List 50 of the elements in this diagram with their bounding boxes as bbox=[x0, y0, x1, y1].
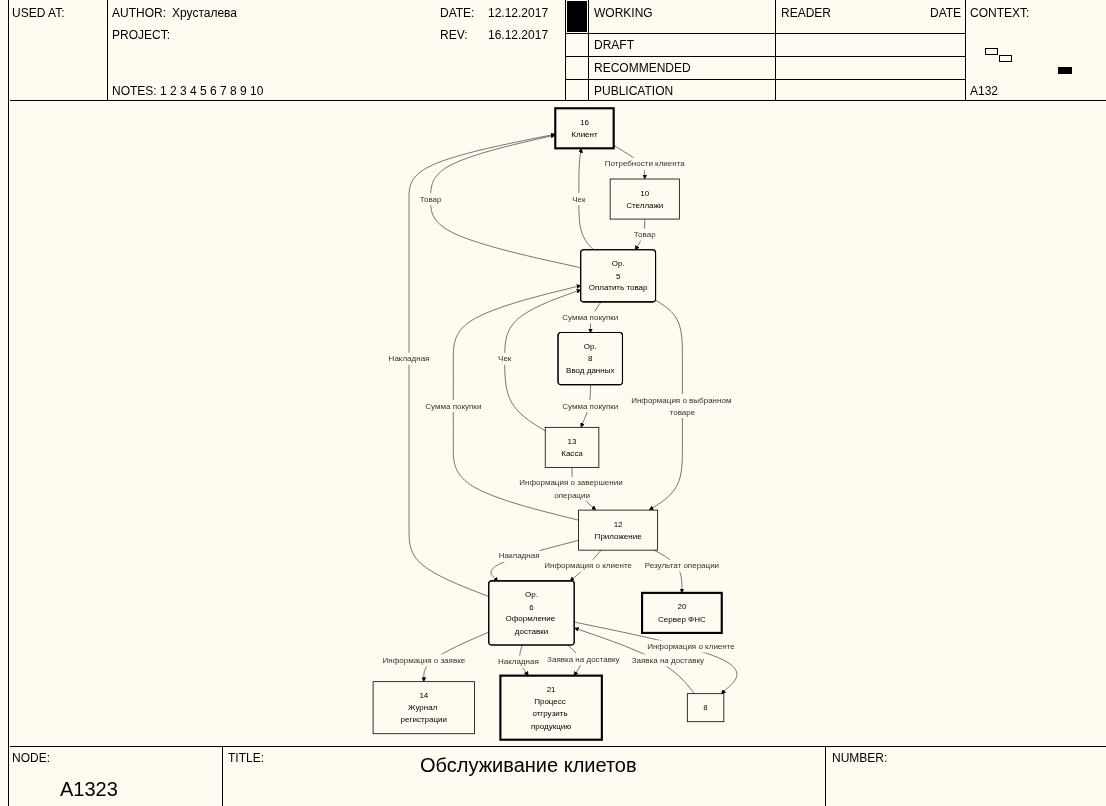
edge-label: Товар bbox=[419, 194, 442, 204]
edge-label: Сумма покупки bbox=[425, 401, 482, 411]
node-box: 13 Касса bbox=[544, 426, 600, 468]
edge-label: Информация о выбранном товаре bbox=[631, 395, 732, 417]
edge-label: Сумма покупки bbox=[562, 312, 619, 322]
node-box: 20 Сервер ФНС bbox=[641, 591, 723, 634]
date-value: 16.12.2017 bbox=[488, 28, 549, 42]
edge-label: Заявка на доставку bbox=[547, 654, 620, 664]
edge-label: Заявка на доставку bbox=[631, 655, 705, 665]
edge-label: Чек bbox=[572, 194, 586, 204]
field-label: CONTEXT: bbox=[970, 6, 1030, 20]
edge-label: Накладная bbox=[497, 656, 539, 666]
field-label: DATE bbox=[930, 6, 962, 20]
edge-label: Потребности клиента bbox=[604, 158, 685, 168]
field-label: AUTHOR: bbox=[112, 6, 166, 20]
date-value: 12.12.2017 bbox=[488, 6, 549, 20]
status-label: RECOMMENDED bbox=[594, 61, 691, 75]
edge-label: Информация о завершении операции bbox=[519, 477, 623, 499]
field-label: REV: bbox=[440, 28, 468, 42]
edge-label: Информация о клиенте bbox=[544, 560, 632, 570]
field-label: READER bbox=[781, 6, 831, 20]
node-box: 8 bbox=[686, 693, 725, 723]
node-box: 16 Клиент bbox=[554, 107, 615, 150]
notes-numbers: 1 2 3 4 5 6 7 8 9 10 bbox=[160, 84, 264, 98]
diagram-title: Обслуживание клиетов bbox=[420, 754, 637, 777]
status-label: WORKING bbox=[594, 6, 653, 20]
status-label: PUBLICATION bbox=[594, 84, 674, 98]
status-label: DRAFT bbox=[594, 38, 634, 52]
edge-label: Результат операции bbox=[644, 560, 720, 570]
author-name: Хрусталева bbox=[172, 6, 238, 20]
field-label: NODE: bbox=[12, 751, 50, 765]
edge-label: Товар bbox=[633, 229, 656, 239]
field-label: NOTES: bbox=[112, 84, 157, 98]
edge-label: Сумма покупки bbox=[562, 401, 619, 411]
field-label: USED AT: bbox=[12, 6, 65, 20]
node-box: 21 Процесс отгрузить продукцию bbox=[499, 674, 603, 741]
field-label: PROJECT: bbox=[112, 28, 170, 42]
edge-label: Чек bbox=[498, 353, 512, 363]
edge-label: Накладная bbox=[498, 550, 540, 560]
field-label: TITLE: bbox=[228, 751, 264, 765]
node-box: 10 Стеллажи bbox=[609, 178, 680, 220]
node-box: 14 Журнал регистрации bbox=[372, 681, 475, 735]
context-number: A132 bbox=[970, 84, 999, 98]
node-box: 12 Приложение bbox=[578, 509, 659, 551]
edge-label: Информация о заявке bbox=[382, 655, 466, 665]
field-label: NUMBER: bbox=[832, 751, 888, 765]
edge-label: Информация о клиенте bbox=[647, 641, 735, 651]
node-number: A1323 bbox=[60, 778, 118, 801]
edge-label: Накладная bbox=[388, 353, 430, 363]
field-label: DATE: bbox=[440, 6, 475, 20]
